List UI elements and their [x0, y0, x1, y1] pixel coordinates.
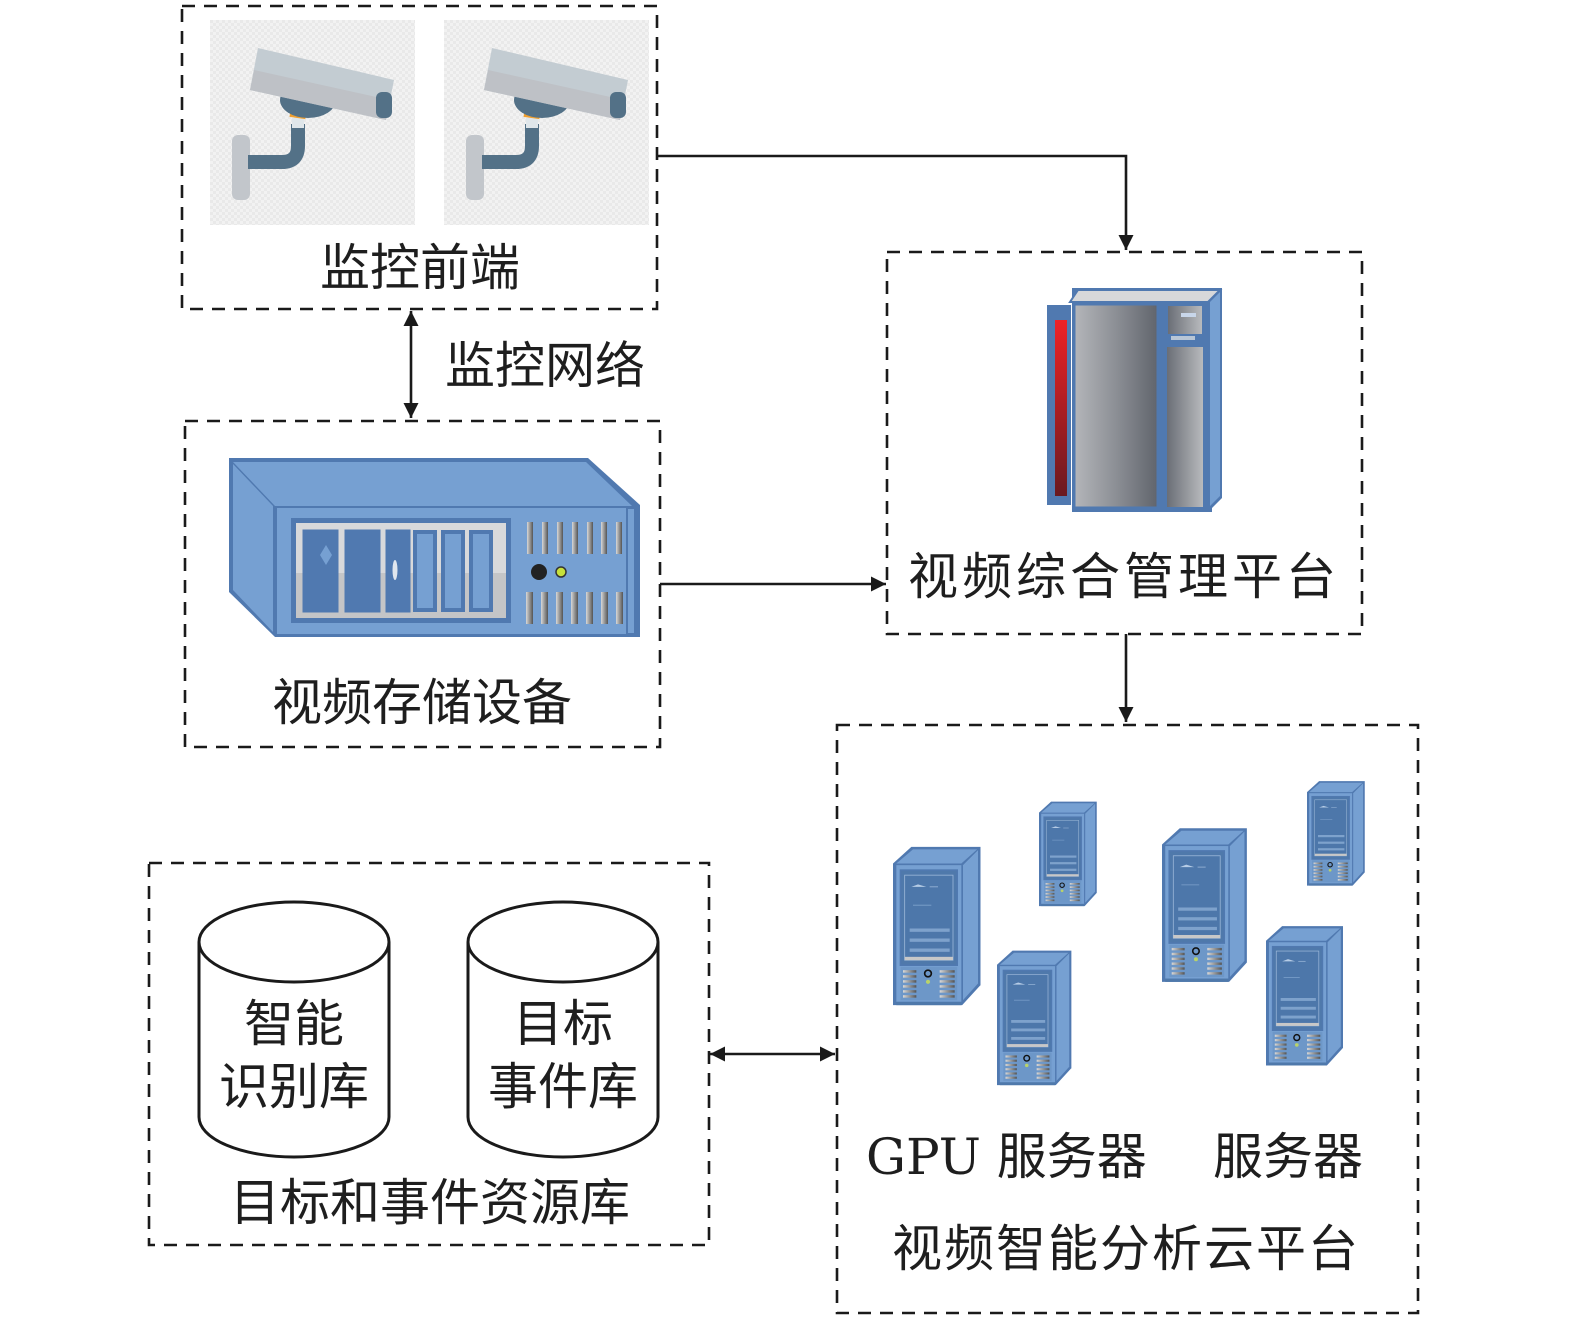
- cloud-label: 视频智能分析云平台: [892, 1220, 1360, 1278]
- resource-db-box: [147, 861, 711, 1247]
- network-label: 监控网络: [445, 337, 645, 395]
- event-db-line2: 事件库: [488, 1058, 638, 1116]
- server-label: 服务器: [1213, 1128, 1363, 1186]
- front-end-group: 监控前端: [180, 4, 659, 311]
- resource-db-group: 智能 识别库 目标 事件库 目标和事件资源库: [147, 861, 711, 1247]
- network-link: 监控网络: [403, 311, 645, 418]
- storage-label: 视频存储设备: [272, 674, 572, 732]
- gpu-server-icon: [1039, 800, 1098, 907]
- front-end-label: 监控前端: [320, 239, 520, 297]
- recognition-db-line1: 智能: [244, 995, 344, 1053]
- gpu-server-label: GPU 服务器: [866, 1128, 1147, 1186]
- front-end-box: [180, 4, 659, 311]
- database-icon-recognition: [197, 900, 391, 1159]
- management-label: 视频综合管理平台: [908, 548, 1340, 606]
- cloud-box: [835, 723, 1420, 1315]
- gpu-server-icon: [997, 949, 1073, 1087]
- camera-icon: [444, 20, 649, 225]
- gpu-server-icon: [893, 845, 982, 1007]
- event-db-line1: 目标: [513, 995, 613, 1053]
- management-group: 视频综合管理平台: [885, 250, 1364, 636]
- server-icon: [1307, 780, 1366, 887]
- frontend-to-management-arrow: [657, 154, 1134, 250]
- cloud-group: GPU 服务器 服务器 视频智能分析云平台: [835, 723, 1420, 1315]
- resource-db-label: 目标和事件资源库: [230, 1174, 630, 1232]
- camera-icon: [210, 20, 415, 225]
- server-icon: [1162, 827, 1248, 983]
- server-rack-icon: [1047, 288, 1223, 512]
- database-icon-event: [466, 900, 660, 1159]
- management-box: [885, 250, 1364, 636]
- server-icon: [1266, 925, 1344, 1067]
- storage-device-icon: [229, 458, 640, 637]
- recognition-db-line2: 识别库: [219, 1058, 369, 1116]
- storage-group: 视频存储设备: [183, 419, 662, 749]
